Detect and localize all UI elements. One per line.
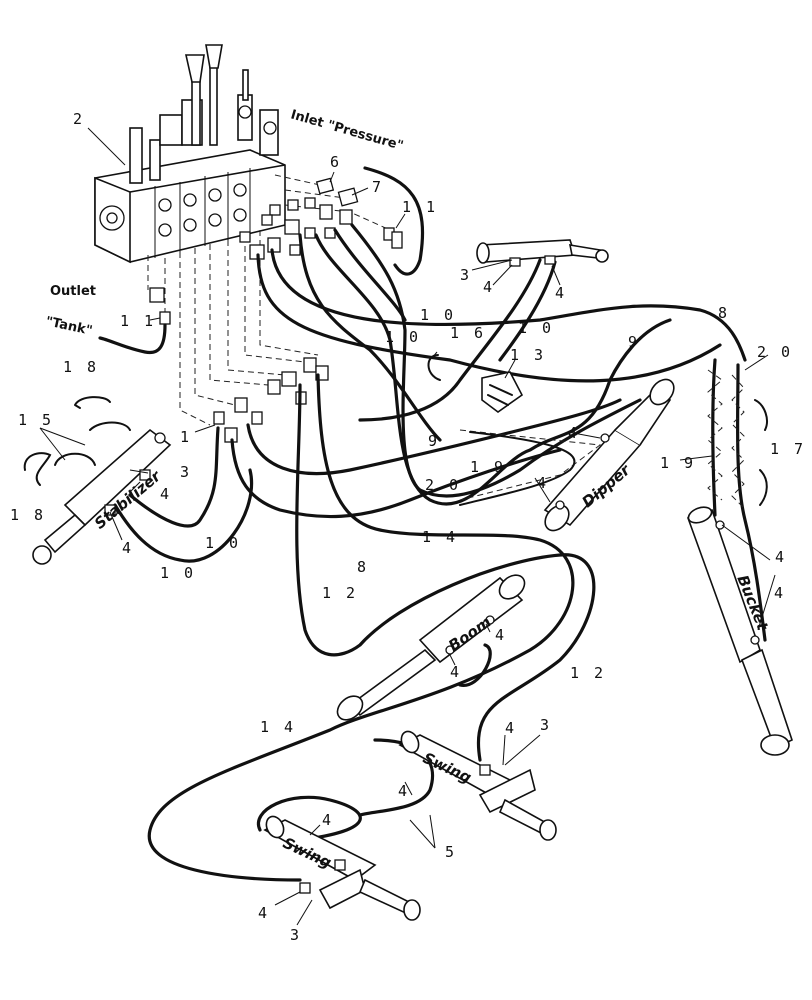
dipper-sleeves	[459, 429, 602, 506]
callout-4-swing-d: 4	[258, 904, 270, 922]
callout-5: 5	[445, 843, 457, 861]
callout-3-stab: 3	[180, 463, 192, 481]
callout-10-b: 1 0	[518, 319, 554, 337]
callout-12-a: 1 2	[322, 584, 358, 602]
callout-13: 1 3	[510, 346, 546, 364]
control-valve	[94, 44, 286, 264]
callout-19-b: 1 9	[660, 454, 696, 472]
callout-10-d: 1 0	[205, 534, 241, 552]
inlet-pressure-label: Inlet "Pressure"	[289, 107, 405, 153]
tank-label: "Tank"	[44, 314, 94, 339]
callout-15: 1 5	[18, 411, 54, 429]
top-cylinder	[476, 239, 609, 267]
stabilizer-cylinder: Stabilizer	[32, 428, 172, 565]
bucket-cylinder: Bucket	[686, 506, 793, 756]
callout-4-bucket-b: 4	[774, 584, 786, 602]
callout-8-b: 8	[357, 558, 369, 576]
hoses	[98, 166, 747, 882]
callouts: 2 6 7 1 1 3 4 4 1 1 1 0 1 0 1 0 9 8 2 0 …	[10, 110, 806, 944]
callout-3-swing-b: 3	[290, 926, 302, 944]
leader-lines	[39, 127, 776, 926]
callout-18-bottom: 1 8	[10, 506, 46, 524]
callout-19-a: 1 9	[470, 458, 506, 476]
bucket-hoses	[707, 358, 767, 642]
callout-1-left: 1	[180, 428, 192, 446]
callout-3-swing-a: 3	[540, 716, 552, 734]
callout-4-boom-a: 4	[495, 626, 507, 644]
callout-20-a: 2 0	[757, 343, 793, 361]
callout-4-swing-a: 4	[505, 719, 517, 737]
callout-10-e: 1 0	[160, 564, 196, 582]
callout-4-stab-a: 4	[160, 485, 172, 503]
callout-4-boom-b: 4	[450, 663, 462, 681]
callout-4-swing-b: 4	[398, 782, 410, 800]
callout-4-dipper-b: 4	[537, 474, 549, 492]
callout-11-top: 1 1	[402, 198, 438, 216]
callout-7: 7	[372, 178, 384, 196]
callout-2: 2	[73, 110, 85, 128]
callout-4-bucket-a: 4	[775, 548, 787, 566]
callout-11-outlet: 1 1	[120, 312, 156, 330]
callout-4-top-b: 4	[555, 284, 567, 302]
callout-6: 6	[330, 153, 342, 171]
callout-14-b: 1 4	[260, 718, 296, 736]
callout-3-top: 3	[460, 266, 472, 284]
dipper-cylinder: Dipper	[543, 378, 675, 532]
callout-9-b: 9	[428, 432, 440, 450]
callout-4-top-a: 4	[483, 278, 495, 296]
callout-4-swing-c: 4	[322, 811, 334, 829]
callout-10-c: 1 0	[385, 328, 421, 346]
callout-10-a: 1 0	[420, 306, 456, 324]
valve-fittings	[149, 177, 403, 443]
clips	[23, 354, 768, 506]
callout-4-stab-b: 4	[122, 539, 134, 557]
callout-8-a: 8	[718, 304, 730, 322]
callout-12-b: 1 2	[570, 664, 606, 682]
callout-14-a: 1 4	[422, 528, 458, 546]
swing-cylinder-lower: Swing	[263, 815, 421, 921]
outlet-label: Outlet	[50, 284, 96, 299]
callout-17: 1 7	[770, 440, 806, 458]
callout-16: 1 6	[450, 324, 486, 342]
callout-18-top: 1 8	[63, 358, 99, 376]
callout-9-a: 9	[628, 333, 640, 351]
callout-4-dipper-a: 4	[568, 424, 580, 442]
callout-20-b: 2 0	[425, 476, 461, 494]
boom-cylinder: Boom	[336, 574, 526, 721]
